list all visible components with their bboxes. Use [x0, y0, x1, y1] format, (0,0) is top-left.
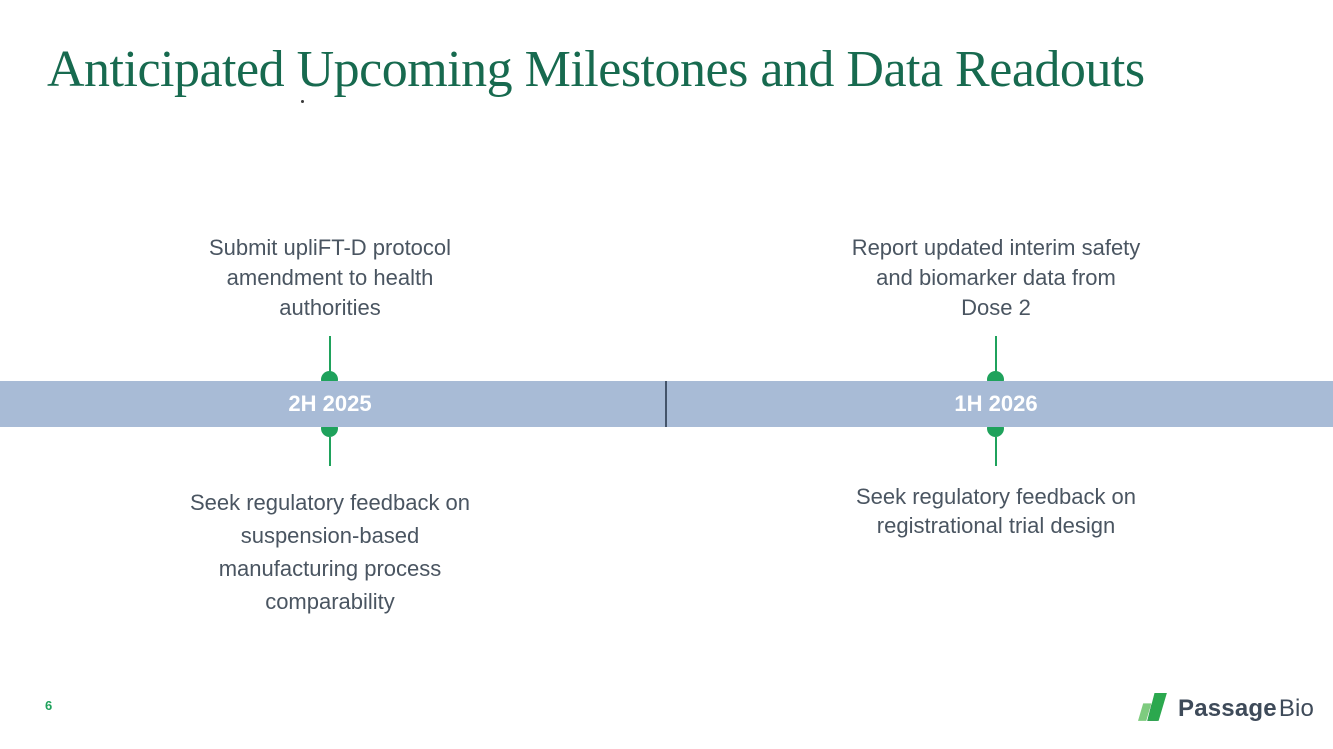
timeline-period-1h2026: 1H 2026	[954, 391, 1038, 416]
slide-title: Anticipated Upcoming Milestones and Data…	[47, 41, 1145, 98]
milestone-line: Dose 2	[961, 295, 1031, 320]
milestone-line: comparability	[265, 589, 395, 614]
logo-word-bio: Bio	[1278, 695, 1315, 722]
connector-line-top-left	[329, 336, 331, 374]
connector-line-top-right	[995, 336, 997, 374]
page-number: 6	[45, 698, 53, 713]
milestone-line: registrational trial design	[876, 513, 1116, 538]
passagebio-logo-text: PassageBio	[1178, 695, 1314, 723]
milestone-above-1h2026: Report updated interim safety and biomar…	[786, 233, 1206, 323]
milestone-line: Seek regulatory feedback on	[855, 484, 1137, 509]
passagebio-logo: PassageBio	[1138, 690, 1314, 728]
logo-word-passage: Passage	[1178, 695, 1277, 722]
timeline-divider	[665, 381, 667, 427]
milestone-line: manufacturing process	[218, 556, 442, 581]
timeline-bar: 2H 2025 1H 2026	[0, 381, 1333, 427]
milestone-line: Seek regulatory feedback on	[189, 490, 471, 515]
milestone-below-2h2025: Seek regulatory feedback on suspension-b…	[120, 486, 540, 618]
milestone-below-1h2026: Seek regulatory feedback on registration…	[786, 482, 1206, 540]
timeline-period-2h2025: 2H 2025	[288, 391, 372, 416]
stray-dot	[301, 100, 304, 103]
milestone-line: Submit upliFT-D protocol	[208, 235, 452, 260]
milestone-above-2h2025: Submit upliFT-D protocol amendment to he…	[120, 233, 540, 323]
milestone-line: authorities	[279, 295, 381, 320]
milestone-line: Report updated interim safety	[851, 235, 1141, 260]
passagebio-logo-icon	[1138, 693, 1167, 721]
connector-line-bottom-left	[329, 437, 331, 466]
milestone-line: amendment to health	[226, 265, 434, 290]
connector-line-bottom-right	[995, 437, 997, 466]
milestone-line: and biomarker data from	[876, 265, 1116, 290]
milestone-line: suspension-based	[240, 523, 420, 548]
